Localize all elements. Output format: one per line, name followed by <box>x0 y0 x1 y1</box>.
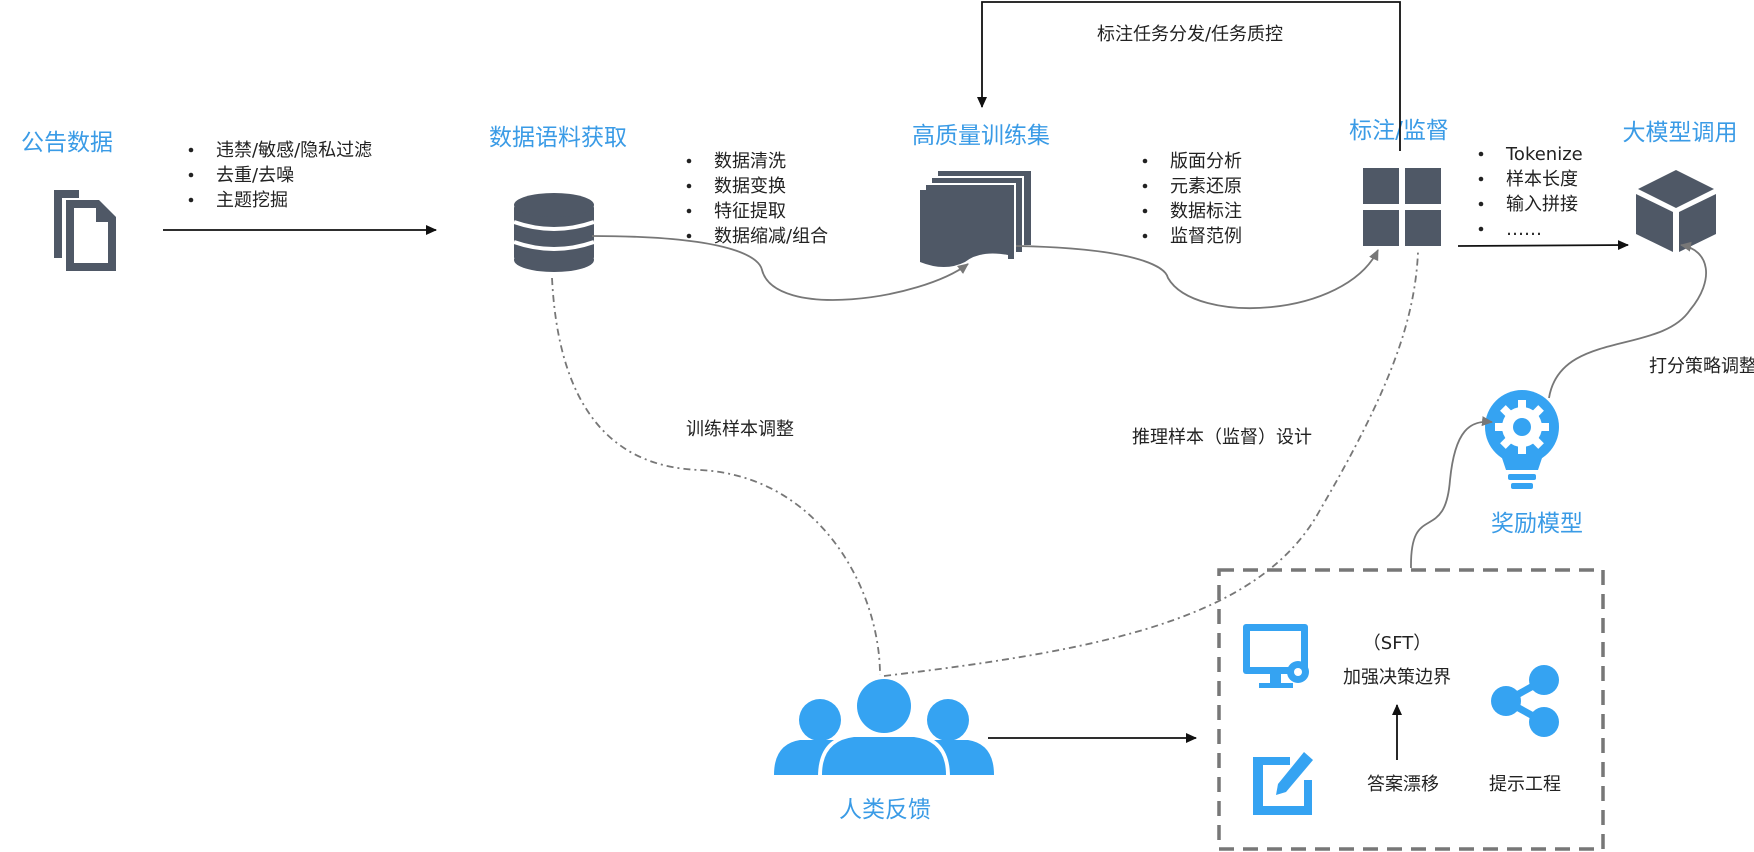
filter-list: 违禁/敏感/隐私过滤 去重/去噪 主题挖掘 <box>188 140 372 211</box>
monitor-gear-icon <box>1243 624 1309 688</box>
boundary-label: 加强决策边界 <box>1343 667 1451 688</box>
labeling-item: 监督范例 <box>1170 226 1242 247</box>
cleaning-item: 特征提取 <box>714 201 786 222</box>
edge-corpus-to-trainset <box>591 235 969 301</box>
node-title-llm: 大模型调用 <box>1623 120 1738 146</box>
database-icon <box>513 193 595 272</box>
edge-label-infer-design: 推理样本（监督）设计 <box>1132 427 1312 448</box>
users-icon <box>774 676 994 777</box>
node-title-reward: 奖励模型 <box>1491 511 1583 537</box>
edge-label-score-tune: 打分策略调整 <box>1649 356 1754 377</box>
sft-label: （SFT） <box>1363 633 1431 654</box>
documents-icon <box>54 190 116 271</box>
labeling-item: 数据标注 <box>1170 201 1242 222</box>
cleaning-item: 数据清洗 <box>714 151 786 172</box>
cube-icon <box>1636 170 1716 252</box>
edge-trainset-to-annotate <box>1015 245 1379 310</box>
edge-top-loop <box>977 1 1401 151</box>
edge-box-to-reward <box>1410 416 1493 569</box>
node-title-human: 人类反馈 <box>839 797 931 823</box>
edge-annotate-to-llm <box>1457 240 1629 251</box>
model-input-list: Tokenize 样本长度 输入拼接 …… <box>1478 144 1583 240</box>
filter-item: 主题挖掘 <box>216 190 288 211</box>
edit-icon <box>1253 752 1313 815</box>
filter-item: 去重/去噪 <box>216 165 294 186</box>
cleaning-list: 数据清洗 数据变换 特征提取 数据缩减/组合 <box>686 151 828 247</box>
sft-box <box>1217 568 1605 851</box>
edge-human-to-corpus <box>551 277 881 676</box>
node-title-public-data: 公告数据 <box>21 130 113 156</box>
model-input-item: 样本长度 <box>1506 169 1578 190</box>
grid-icon <box>1363 168 1441 246</box>
node-title-corpus: 数据语料获取 <box>489 125 627 151</box>
labeling-item: 元素还原 <box>1170 176 1242 197</box>
labeling-list: 版面分析 元素还原 数据标注 监督范例 <box>1142 151 1242 247</box>
edge-human-to-annotate <box>883 251 1419 677</box>
stacked-pages-icon <box>920 171 1031 267</box>
edge-reward-to-llm <box>1548 241 1707 399</box>
lightbulb-gear-icon <box>1485 390 1559 489</box>
share-icon <box>1491 665 1559 737</box>
node-title-trainset: 高质量训练集 <box>912 123 1050 149</box>
drift-label: 答案漂移 <box>1367 774 1439 795</box>
edge-label-top-loop: 标注任务分发/任务质控 <box>1097 24 1283 45</box>
cleaning-item: 数据变换 <box>714 176 786 197</box>
model-input-item: …… <box>1506 219 1542 240</box>
node-title-annotate: 标注/监督 <box>1349 118 1449 144</box>
filter-item: 违禁/敏感/隐私过滤 <box>216 140 372 161</box>
edge-label-train-adjust: 训练样本调整 <box>686 419 794 440</box>
labeling-item: 版面分析 <box>1170 151 1242 172</box>
model-input-item: 输入拼接 <box>1506 194 1578 215</box>
prompt-label: 提示工程 <box>1489 774 1561 795</box>
model-input-item: Tokenize <box>1505 144 1583 165</box>
cleaning-item: 数据缩减/组合 <box>714 226 828 247</box>
